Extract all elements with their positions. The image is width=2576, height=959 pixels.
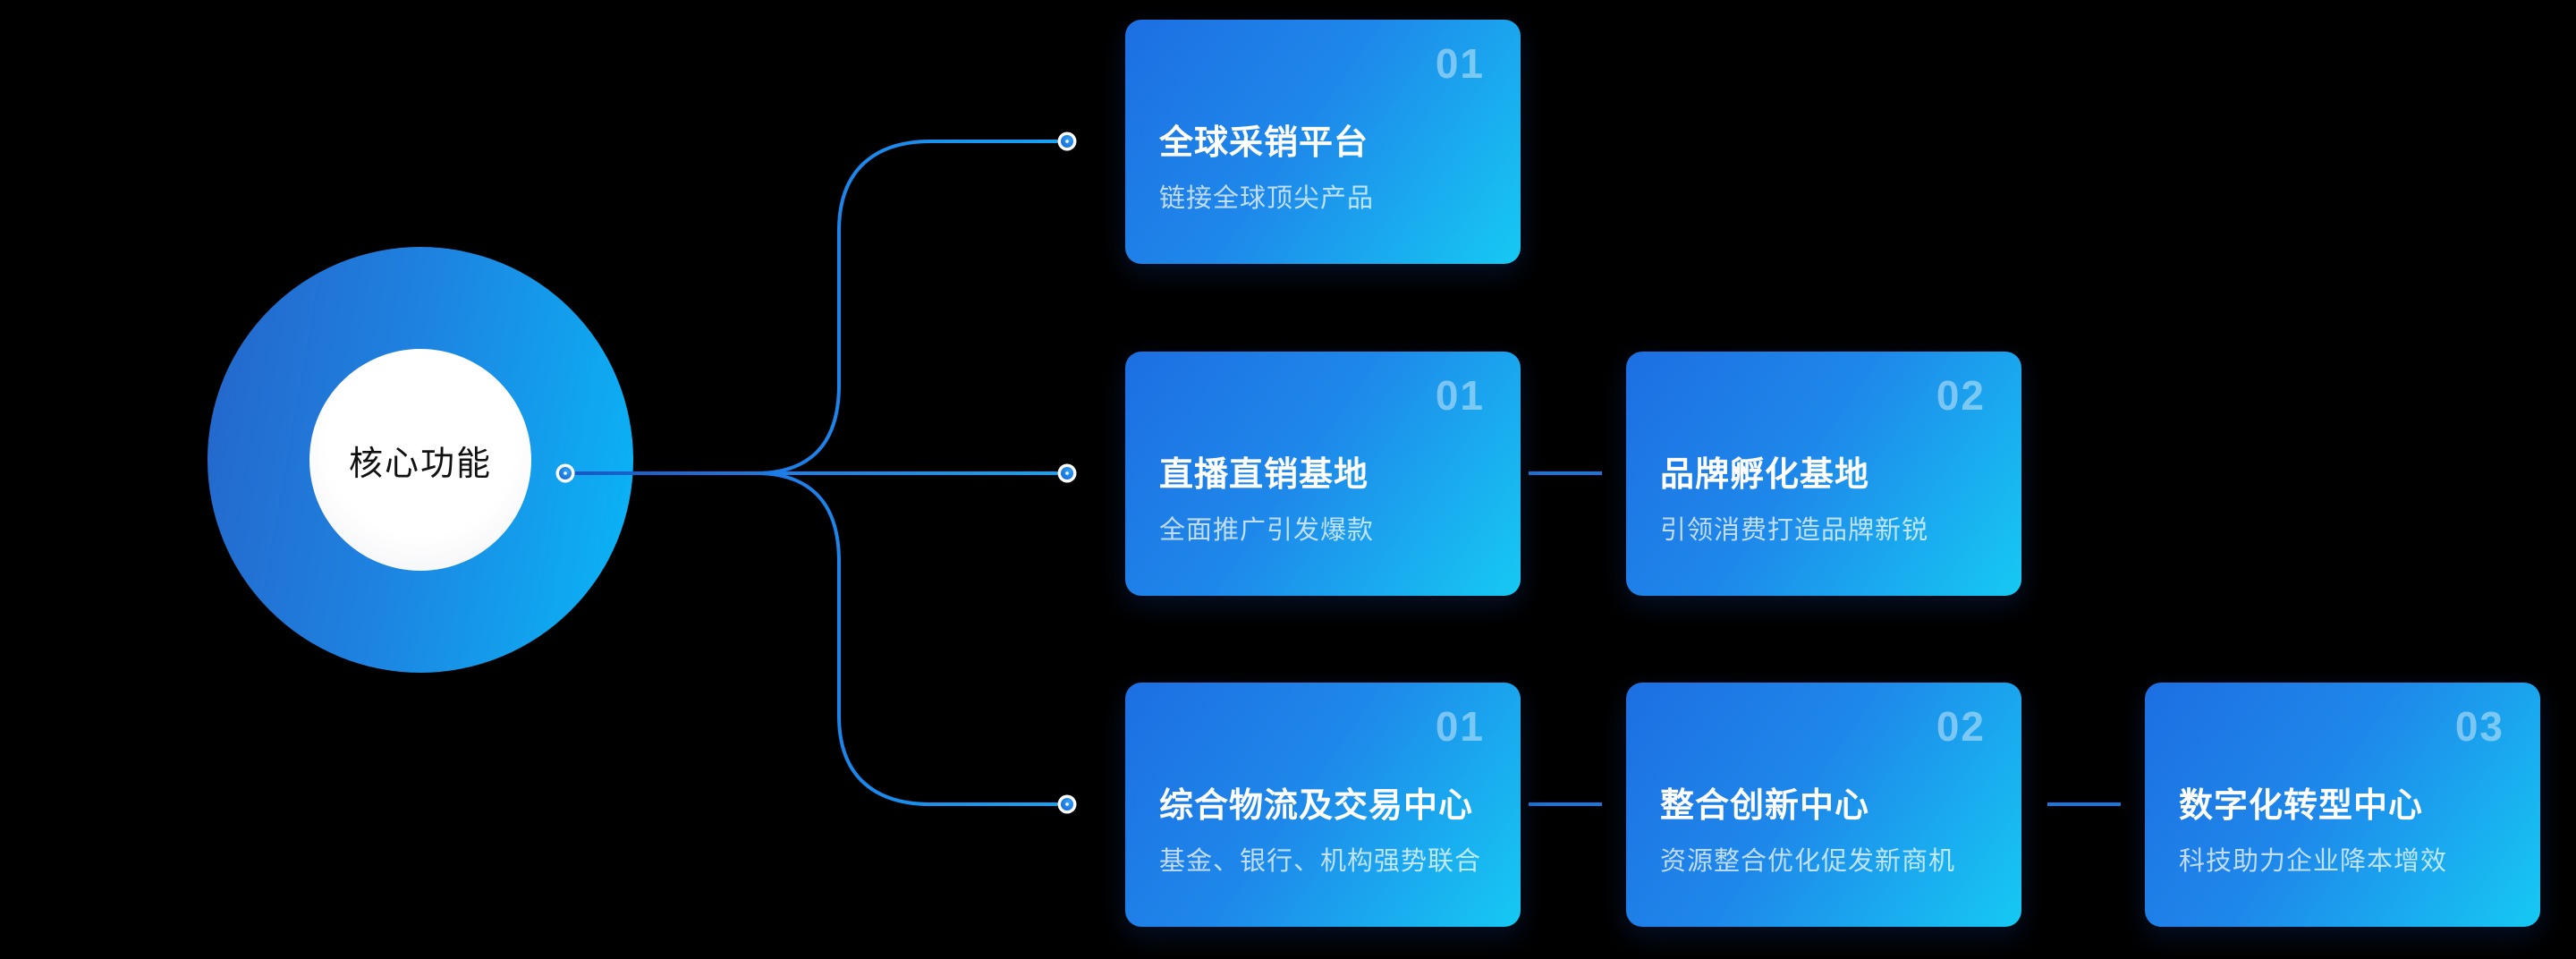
card-subtitle: 引领消费打造品牌新锐 (1660, 516, 1929, 545)
card-digital-transformation-center: 03 数字化转型中心 科技助力企业降本增效 (2145, 683, 2540, 927)
card-title: 数字化转型中心 (2179, 787, 2424, 825)
card-number: 01 (1435, 703, 1485, 750)
wire-lower (754, 471, 1058, 806)
card-live-streaming-direct-sales-base: 01 直播直销基地 全面推广引发爆款 (1125, 352, 1521, 596)
card-number: 01 (1435, 372, 1485, 419)
card-title: 全球采销平台 (1159, 124, 1369, 162)
core-circle-inner: 核心功能 (309, 349, 531, 571)
card-title: 直播直销基地 (1159, 456, 1369, 494)
card-title: 综合物流及交易中心 (1159, 787, 1474, 825)
card-number: 03 (2454, 703, 2504, 750)
card-number: 02 (1936, 372, 1986, 419)
card-subtitle: 链接全球顶尖产品 (1159, 184, 1375, 213)
card-number: 02 (1936, 703, 1986, 750)
connector-dot (555, 463, 575, 483)
card-number: 01 (1435, 40, 1485, 87)
card-brand-incubation-base: 02 品牌孵化基地 引领消费打造品牌新锐 (1626, 352, 2021, 596)
card-integration-innovation-center: 02 整合创新中心 资源整合优化促发新商机 (1626, 683, 2021, 927)
card-subtitle: 基金、银行、机构强势联合 (1159, 847, 1482, 876)
card-subtitle: 科技助力企业降本增效 (2179, 847, 2448, 876)
connector-dot (1057, 132, 1077, 151)
card-title: 品牌孵化基地 (1660, 456, 1870, 494)
card-title: 整合创新中心 (1660, 787, 1870, 825)
core-label: 核心功能 (348, 445, 492, 483)
connector-dot (1057, 794, 1077, 814)
card-subtitle: 资源整合优化促发新商机 (1660, 847, 1956, 876)
card-subtitle: 全面推广引发爆款 (1159, 516, 1375, 545)
wire-upper (754, 140, 1058, 475)
card-integrated-logistics-trading-center: 01 综合物流及交易中心 基金、银行、机构强势联合 (1125, 683, 1521, 927)
card-global-procurement-platform: 01 全球采销平台 链接全球顶尖产品 (1125, 20, 1521, 264)
connector-dot (1057, 463, 1077, 483)
